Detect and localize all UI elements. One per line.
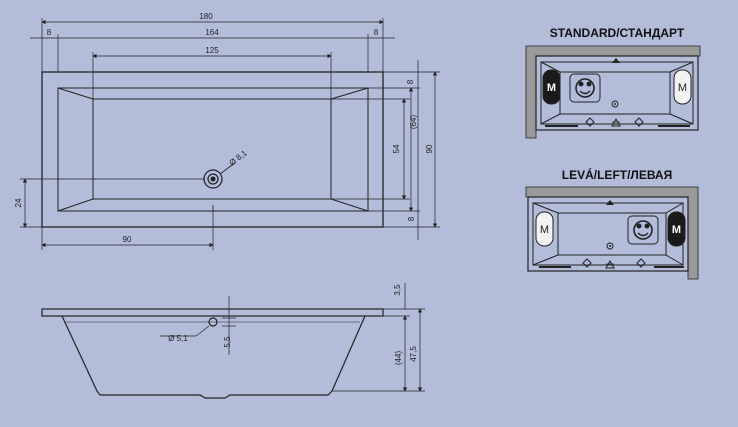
control-panel-icon <box>569 73 601 103</box>
dim-overflow-depth: 5,5 <box>223 336 232 348</box>
tub-outline-top <box>41 71 384 228</box>
svg-text:M: M <box>540 224 549 236</box>
dim-overall-length: 180 <box>199 12 213 21</box>
sensor-circle-icon <box>606 242 614 250</box>
control-panel-icon <box>627 215 659 245</box>
dim-rim-top: 8 <box>406 79 415 84</box>
dim-rim-thickness: 3,5 <box>393 284 402 296</box>
dim-bottom-width: 54 <box>392 144 401 153</box>
side-view <box>41 283 425 399</box>
standard-variant-title: STANDARD/СТАНДАРТ <box>550 26 685 40</box>
dim-drain-diameter: Ø 8,1 <box>228 148 249 167</box>
drain-icon <box>203 161 237 189</box>
top-view <box>20 18 440 250</box>
motor-badge-light-icon: M <box>535 211 554 247</box>
tub-body-side <box>61 315 366 399</box>
dim-overflow-diameter: Ø 5,1 <box>168 334 188 343</box>
dim-overall-height: 47,5 <box>409 346 418 362</box>
dim-overall-width: 90 <box>425 144 434 153</box>
svg-text:M: M <box>672 224 681 236</box>
dim-rim-bottom: 8 <box>407 216 416 221</box>
left-variant-diagram: M M <box>525 186 699 280</box>
motor-badge-icon: M <box>667 211 686 247</box>
left-variant-title: LEVÁ/LEFT/ЛЕВАЯ <box>562 167 672 182</box>
dim-inner-length: 164 <box>205 28 219 37</box>
tub-rim-side <box>41 308 384 317</box>
overflow-icon <box>160 317 218 337</box>
dim-drain-offset-y: 24 <box>14 198 23 207</box>
top-view-dimension-labels: 180 8 164 8 125 8 (64) 54 90 8 24 90 Ø 8… <box>14 12 434 244</box>
arrow-up-icon <box>606 200 614 205</box>
arrow-up-icon <box>612 58 620 63</box>
dim-drain-offset-x: 90 <box>123 235 132 244</box>
dim-inner-depth: (44) <box>394 351 403 366</box>
dim-rim-left: 8 <box>47 28 52 37</box>
motor-badge-icon: M <box>542 69 561 105</box>
tub-floor <box>92 98 332 200</box>
tub-inner-rim <box>57 87 369 212</box>
side-view-dimension-labels: 3,5 Ø 5,1 5,5 (44) 47,5 <box>168 284 418 365</box>
standard-variant-diagram: M M <box>525 45 701 139</box>
motor-badge-light-icon: M <box>673 69 692 105</box>
sensor-circle-icon <box>611 100 619 108</box>
svg-text:M: M <box>678 82 687 94</box>
svg-text:M: M <box>547 82 556 94</box>
dim-inner-width: (64) <box>409 115 418 130</box>
dim-bottom-length: 125 <box>205 46 219 55</box>
dim-rim-right: 8 <box>374 28 379 37</box>
